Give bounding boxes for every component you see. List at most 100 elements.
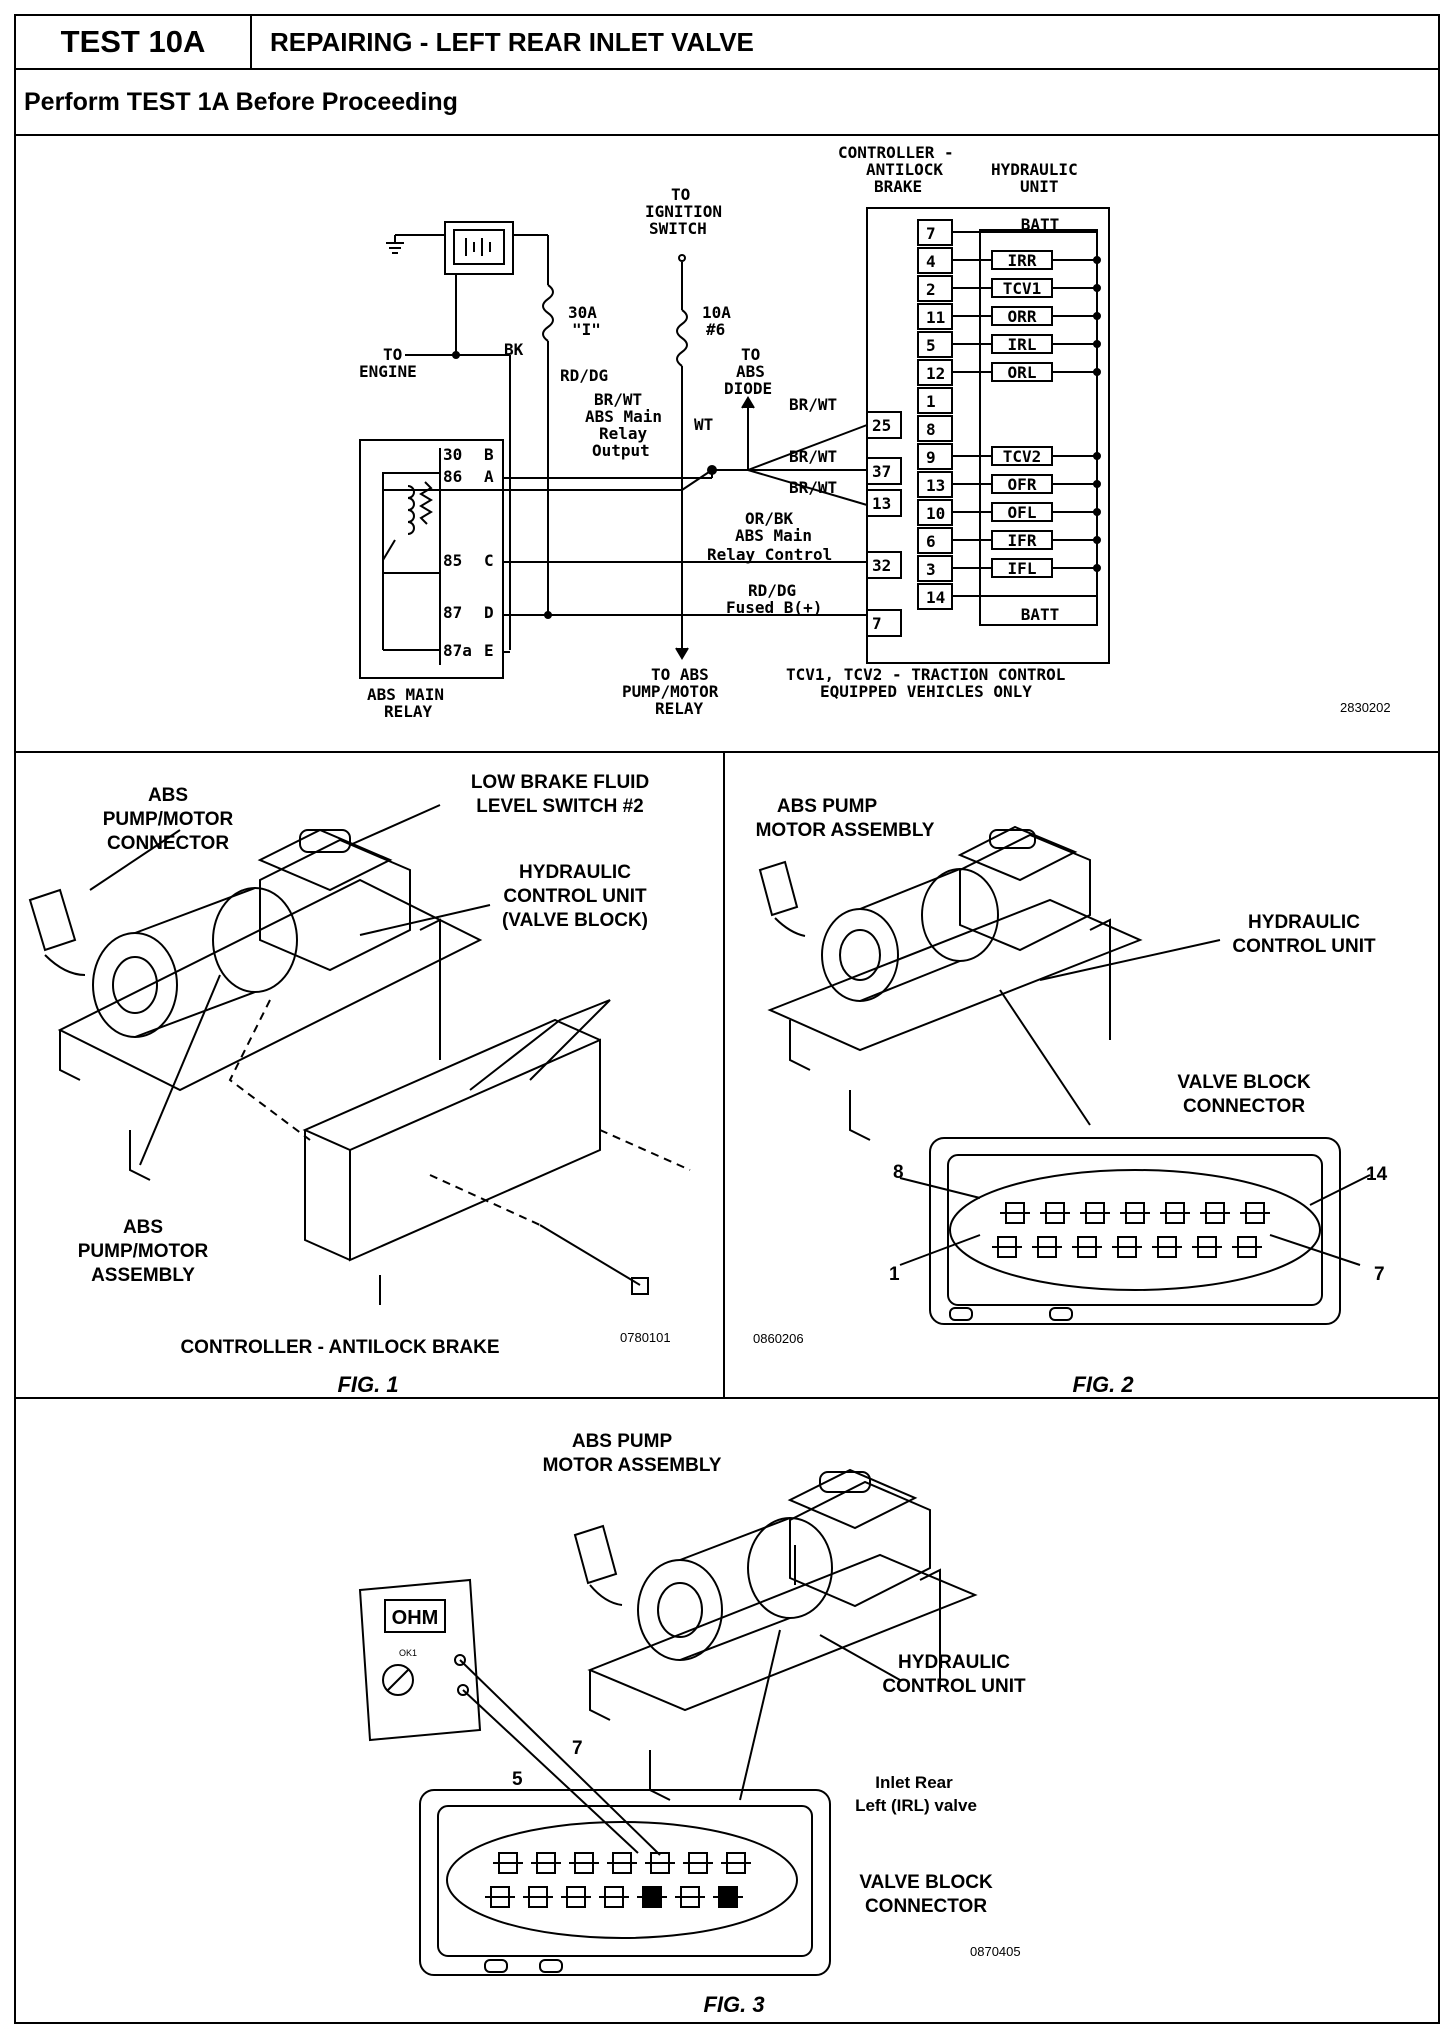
fig3-valve-label: Inlet Rear: [875, 1773, 953, 1792]
to-engine-label: ENGINE: [359, 362, 417, 381]
fig3-hcu-label: HYDRAULIC: [898, 1652, 1010, 1673]
hcu-pin-number: 2: [926, 280, 936, 299]
relay-name-label: ABS MAIN: [367, 685, 444, 704]
to-abs-diode-label: DIODE: [724, 379, 772, 398]
fig1-pump-assembly-label: ABS: [123, 1217, 163, 1238]
wire-br-wt-label: BR/WT: [789, 395, 837, 414]
hcu-pin-number: 6: [926, 532, 936, 551]
fig3-lead-5-label: 5: [512, 1769, 523, 1790]
wire-rd-dg-label: RD/DG: [560, 366, 608, 385]
fig1-pump-connector-label: ABS: [148, 785, 188, 806]
ohmmeter-display: OHM: [392, 1607, 439, 1629]
fuse-30a-label: 30A: [568, 303, 597, 322]
fig1-pump-connector-label: PUMP/MOTOR: [103, 809, 234, 830]
fig2-pin-8-label: 8: [893, 1162, 904, 1183]
fig1-fluid-switch-label: LOW BRAKE FLUID: [471, 772, 649, 793]
relay-pin-letter: B: [484, 445, 494, 464]
fig1-pump-connector-label: CONNECTOR: [107, 833, 229, 854]
hcu-label: UNIT: [1020, 177, 1059, 196]
fig3-connector-pins: [485, 1852, 751, 1908]
to-pump-relay-label: RELAY: [655, 699, 704, 718]
to-pump-relay-label: PUMP/MOTOR: [622, 682, 719, 701]
hcu-pin-number: 10: [926, 504, 945, 523]
fig2-pin-14-label: 14: [1366, 1164, 1388, 1185]
controller-pin-box: [866, 489, 902, 517]
controller-pin-number: 7: [872, 614, 882, 633]
hcu-pin-number: 8: [926, 420, 936, 439]
fig2-hcu-label: CONTROL UNIT: [1232, 936, 1376, 957]
relay-resistor: [419, 481, 433, 525]
fig3-hcu-label: CONTROL UNIT: [882, 1676, 1026, 1697]
valve-label: IFL: [1008, 559, 1037, 578]
fuse-30a: [542, 284, 554, 342]
batt-label: BATT: [1021, 605, 1060, 624]
hcu-pin-number: 11: [926, 308, 945, 327]
valve-label: OFL: [1008, 503, 1037, 522]
valve-label: TCV2: [1003, 447, 1042, 466]
fig3-valve-label: Left (IRL) valve: [855, 1796, 977, 1815]
hcu-pin-number: 7: [926, 224, 936, 243]
controller-label: ANTILOCK: [866, 160, 943, 179]
fig2-connector-label: VALVE BLOCK: [1177, 1072, 1311, 1093]
to-ignition-label: IGNITION: [645, 202, 722, 221]
relay-control-label: ABS Main: [735, 526, 812, 545]
hcu-pin-number: 3: [926, 560, 936, 579]
controller-pin-number: 25: [872, 416, 891, 435]
to-pump-relay-label: TO ABS: [651, 665, 709, 684]
controller-pin-box: [866, 411, 902, 439]
fig2-illustration: [758, 825, 1371, 1325]
controller-pin-box: [866, 551, 902, 579]
controller-label: BRAKE: [874, 177, 922, 196]
fig2-pin-1-label: 1: [889, 1264, 900, 1285]
to-ignition-label: SWITCH: [649, 219, 707, 238]
hcu-pin-number: 9: [926, 448, 936, 467]
test-title: REPAIRING - LEFT REAR INLET VALVE: [270, 27, 754, 57]
fig2-pin-7-label: 7: [1374, 1264, 1385, 1285]
wire-br-wt-label: BR/WT: [789, 478, 837, 497]
battery-symbol: [444, 221, 514, 275]
tcv-note: EQUIPPED VEHICLES ONLY: [820, 682, 1032, 701]
relay-pin-number: 86: [443, 467, 462, 486]
hcu-pin-box: [917, 415, 953, 442]
fig1-caption: FIG. 1: [337, 1372, 398, 1397]
relay-control-label: OR/BK: [745, 509, 794, 528]
relay-pin-letter: A: [484, 467, 494, 486]
ohmmeter-range: OK1: [399, 1648, 417, 1658]
fig2-pump-label: MOTOR ASSEMBLY: [756, 820, 935, 841]
fig3-pump-label: ABS PUMP: [572, 1431, 673, 1452]
fig1-code: 0780101: [620, 1330, 671, 1345]
relay-coil: [407, 485, 415, 535]
relay-output-label: ABS Main: [585, 407, 662, 426]
fig1-fluid-switch-label: LEVEL SWITCH #2: [476, 796, 644, 817]
tcv-note: TCV1, TCV2 - TRACTION CONTROL: [786, 665, 1065, 684]
batt-label: BATT: [1021, 215, 1060, 234]
page-frame: TEST 10A REPAIRING - LEFT REAR INLET VAL…: [14, 14, 1440, 2024]
hcu-pin-number: 14: [926, 588, 945, 607]
fused-b-label: Fused B(+): [726, 598, 822, 617]
fig3-lead-7-label: 7: [572, 1738, 583, 1759]
relay-control-label: Relay Control: [707, 545, 832, 564]
fig3-pump-label: MOTOR ASSEMBLY: [543, 1455, 722, 1476]
valve-label: ORR: [1008, 307, 1037, 326]
relay-output-label: BR/WT: [594, 390, 642, 409]
controller-pin-number: 32: [872, 556, 891, 575]
wire-bk-label: BK: [504, 340, 524, 359]
controller-label: CONTROLLER -: [838, 143, 954, 162]
fig2-hcu-label: HYDRAULIC: [1248, 912, 1360, 933]
prerequisite-text: Perform TEST 1A Before Proceeding: [24, 88, 458, 116]
hcu-pin-number: 12: [926, 364, 945, 383]
relay-pin-number: 85: [443, 551, 462, 570]
hcu-pin-number: 13: [926, 476, 945, 495]
ohmmeter: [358, 1578, 482, 1742]
relay-pin-number: 87a: [443, 641, 472, 660]
hcu-label: HYDRAULIC: [991, 160, 1078, 179]
fig1-hcu-label: HYDRAULIC: [519, 862, 631, 883]
fuse-10a: [676, 309, 688, 367]
fused-b-label: RD/DG: [748, 581, 796, 600]
relay-pin-letter: D: [484, 603, 494, 622]
fig2-connector-label: CONNECTOR: [1183, 1096, 1305, 1117]
valve-label: TCV1: [1003, 279, 1042, 298]
